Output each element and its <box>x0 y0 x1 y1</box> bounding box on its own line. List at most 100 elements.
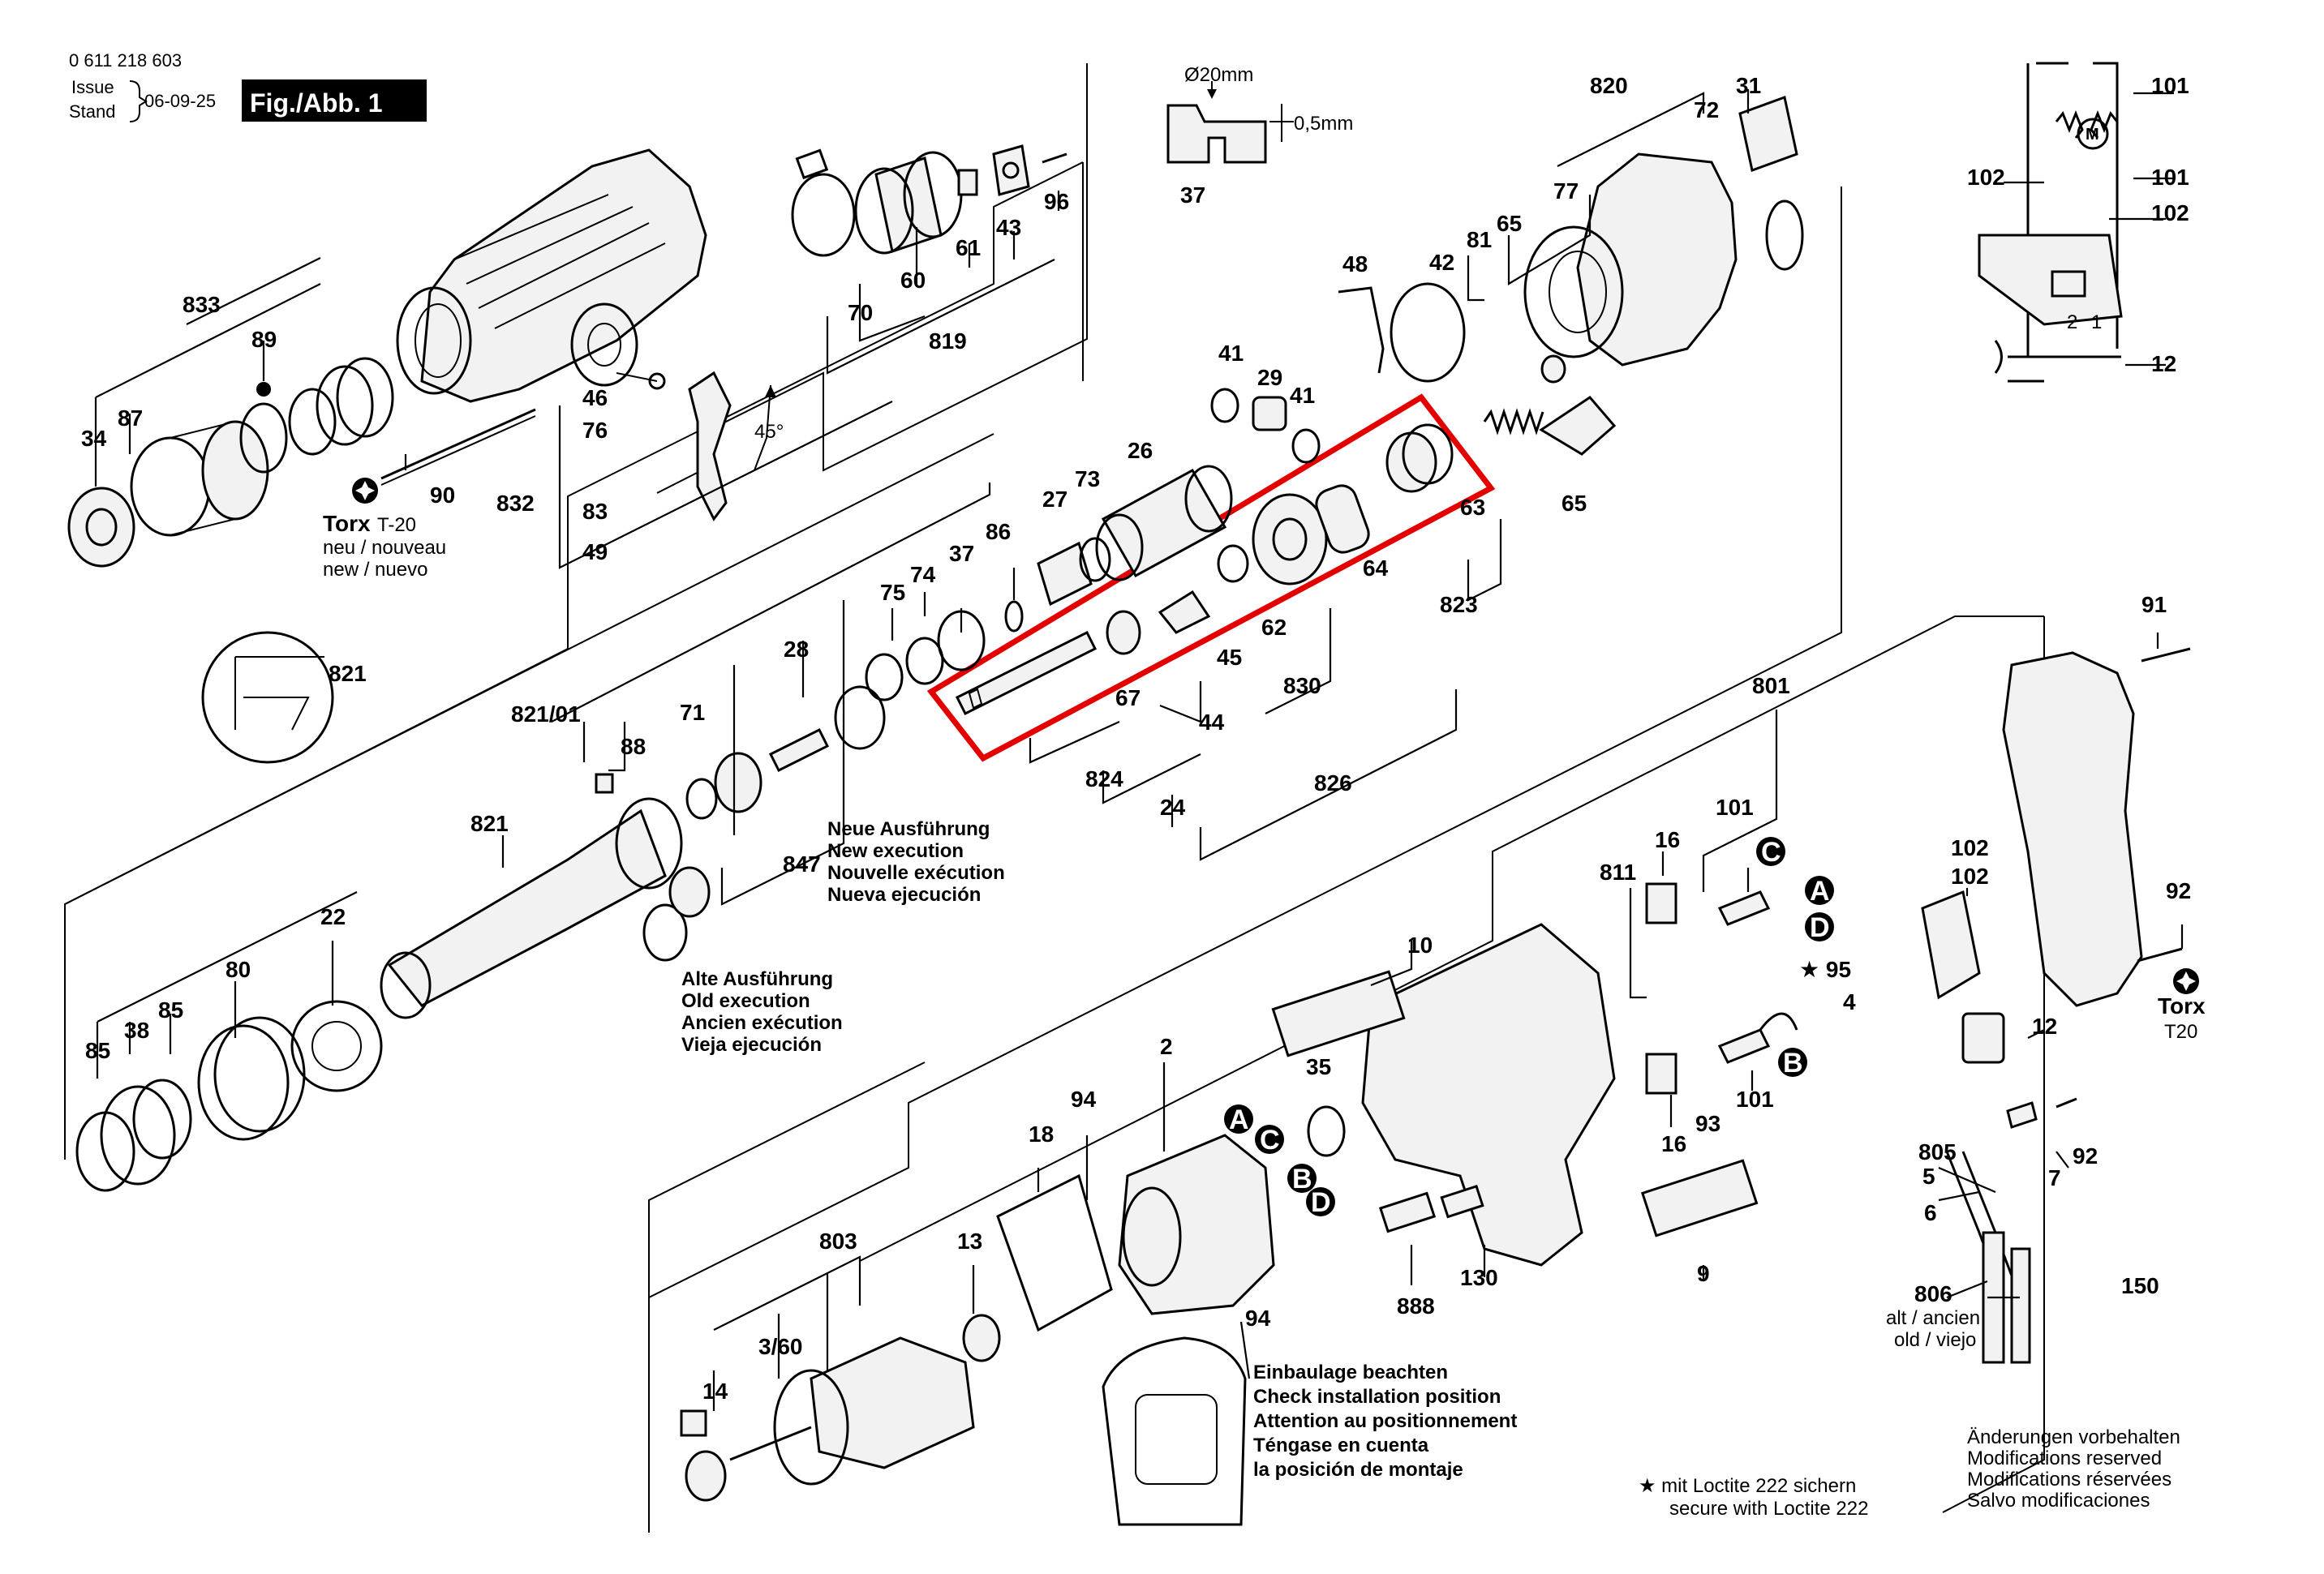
label-46: 46 <box>582 385 608 410</box>
label-101-bottom: 101 <box>1736 1087 1774 1112</box>
label-83: 83 <box>582 499 608 524</box>
issue-label: Issue <box>71 77 114 97</box>
label-71: 71 <box>680 700 705 725</box>
label-48: 48 <box>1342 251 1368 277</box>
install-note-es-2: la posición de montaje <box>1253 1459 1463 1481</box>
label-76: 76 <box>582 418 608 443</box>
label-821-01: 821/01 <box>511 701 581 727</box>
badge-b-motor: B <box>1292 1164 1312 1194</box>
wiring-schematic: M 2 1 <box>1978 62 2123 383</box>
label-93: 93 <box>1695 1111 1720 1136</box>
old-execution-en: Old execution <box>681 990 810 1012</box>
handle-assembly <box>2002 647 2191 1007</box>
modifications-de: Änderungen vorbehalten <box>1967 1426 2180 1448</box>
old-execution-de: Alte Ausführung <box>681 968 833 990</box>
install-note-es-1: Téngase en cuenta <box>1253 1435 1429 1456</box>
badge-d-motor: D <box>1311 1187 1331 1218</box>
label-18: 18 <box>1029 1122 1054 1147</box>
label-819: 819 <box>929 328 967 354</box>
part-number: 0 611 218 603 <box>69 50 182 71</box>
label-34: 34 <box>81 426 107 451</box>
label-10: 10 <box>1407 933 1433 958</box>
loctite-note-en: secure with Loctite 222 <box>1669 1498 1868 1520</box>
label-16-top: 16 <box>1655 827 1680 852</box>
label-41-right: 41 <box>1290 383 1315 408</box>
frame-mid <box>64 161 1084 1160</box>
label-805: 805 <box>1918 1139 1957 1164</box>
gear-housing-assembly <box>865 96 1804 716</box>
label-2: 2 <box>1160 1034 1173 1059</box>
label-37-mid: 37 <box>949 541 974 566</box>
label-74: 74 <box>910 562 936 587</box>
label-830: 830 <box>1283 673 1321 698</box>
label-102-a: 102 <box>1951 835 1989 860</box>
label-89: 89 <box>251 327 277 352</box>
label-85-right: 85 <box>158 997 183 1023</box>
part-labels: 833 89 87 34 90 46 76 832 83 49 70 60 61… <box>81 73 2191 1404</box>
badge-c-motor: C <box>1260 1125 1280 1156</box>
label-92-switch: 92 <box>2073 1143 2098 1169</box>
seal-diameter: Ø20mm <box>1184 64 1253 86</box>
label-37-top: 37 <box>1180 182 1205 208</box>
old-label-2: old / viejo <box>1894 1329 1976 1351</box>
label-75: 75 <box>880 580 905 605</box>
modifications-en: Modifications reserved <box>1967 1447 2162 1469</box>
label-806: 806 <box>1914 1281 1952 1306</box>
label-14: 14 <box>702 1379 728 1404</box>
label-70: 70 <box>848 300 873 325</box>
label-847: 847 <box>783 851 821 877</box>
label-7: 7 <box>2048 1165 2061 1190</box>
label-22: 22 <box>320 904 346 929</box>
badge-a-right: A <box>1810 876 1830 907</box>
switch-terminal-2: 2 <box>2067 311 2077 333</box>
label-88: 88 <box>621 734 646 759</box>
label-888: 888 <box>1397 1293 1435 1319</box>
new-execution-de: Neue Ausführung <box>827 818 990 840</box>
label-29: 29 <box>1257 365 1282 390</box>
modifications-es: Salvo modificaciones <box>1967 1490 2150 1512</box>
wiring-label-102-left: 102 <box>1967 165 2005 190</box>
old-execution-fr: Ancien exécution <box>681 1012 843 1034</box>
label-60: 60 <box>900 268 926 293</box>
highlight-box <box>926 393 1496 762</box>
label-94-bottom: 94 <box>1245 1306 1271 1331</box>
fig-label: Fig./Abb. 1 <box>250 88 383 118</box>
label-4: 4 <box>1843 989 1856 1014</box>
label-130: 130 <box>1460 1265 1498 1290</box>
label-63: 63 <box>1460 495 1485 520</box>
label-3-60: 3/60 <box>758 1334 803 1359</box>
install-note-fr: Attention au positionnement <box>1253 1410 1517 1432</box>
tool-holder-assembly <box>75 631 886 1192</box>
old-execution-es: Vieja ejecución <box>681 1034 822 1056</box>
connector-badges: C A D B A C B D <box>1224 837 1834 1218</box>
old-label-1: alt / ancien <box>1886 1307 1980 1329</box>
label-823: 823 <box>1440 592 1478 617</box>
label-90: 90 <box>430 482 455 508</box>
install-note-de: Einbaulage beachten <box>1253 1362 1448 1383</box>
label-35: 35 <box>1306 1054 1331 1079</box>
label-38: 38 <box>124 1018 149 1043</box>
label-85-left: 85 <box>85 1038 110 1063</box>
label-44: 44 <box>1199 710 1225 735</box>
label-65-right: 65 <box>1562 491 1587 516</box>
seal-thickness: 0,5mm <box>1294 113 1353 135</box>
modifications-fr: Modifications réservées <box>1967 1469 2172 1490</box>
new-execution-fr: Nouvelle exécution <box>827 862 1005 884</box>
label-81: 81 <box>1467 227 1492 252</box>
motor-housing-assembly <box>1271 882 1798 1267</box>
label-43: 43 <box>996 215 1021 240</box>
label-87: 87 <box>118 405 143 431</box>
frame-motor <box>648 1061 926 1533</box>
label-95-loctite: ★ 95 <box>1799 957 1851 982</box>
new-execution-es: Nueva ejecución <box>827 884 981 906</box>
label-820: 820 <box>1590 73 1628 98</box>
label-811: 811 <box>1600 860 1636 885</box>
label-67: 67 <box>1115 685 1141 710</box>
wiring-label-102-right: 102 <box>2151 200 2189 225</box>
motor-symbol: M <box>2086 126 2099 144</box>
switch-terminal-1: 1 <box>2091 311 2102 333</box>
label-801: 801 <box>1752 673 1790 698</box>
torx-icon <box>2173 968 2199 994</box>
torx-icon <box>352 478 378 504</box>
